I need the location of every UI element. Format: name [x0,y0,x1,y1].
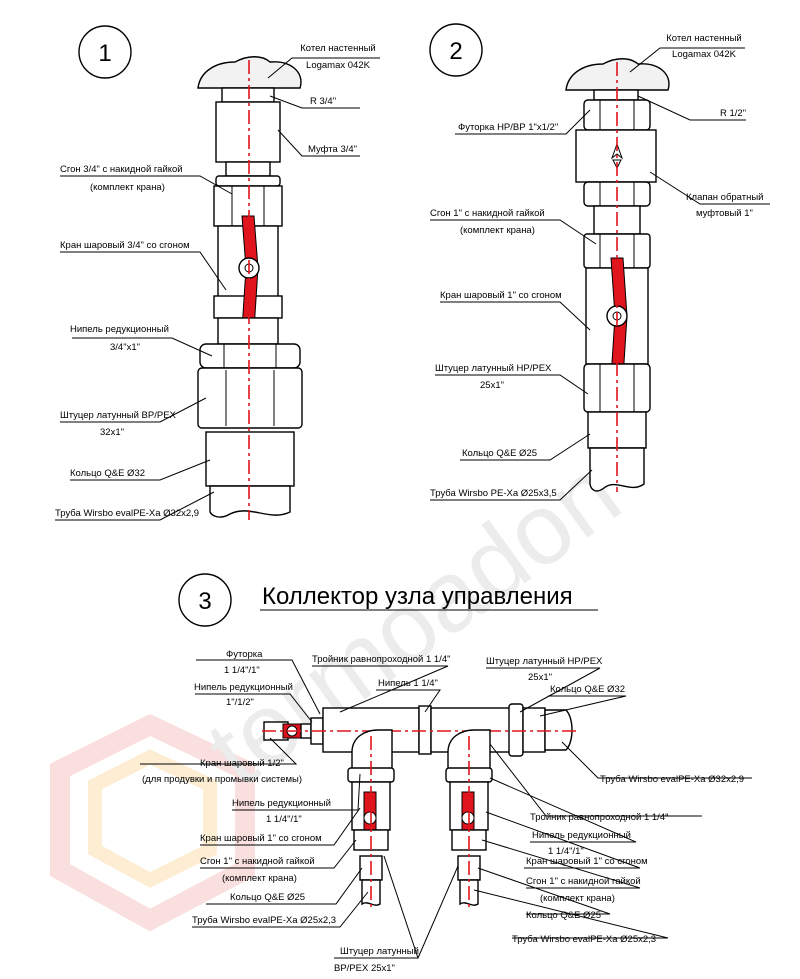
label-union-1b: (комплект крана) [90,182,165,193]
label-fitting-bottom-3b: ВР/PEX 25x1" [334,963,395,974]
label-union-left-3b: (комплект крана) [222,873,297,884]
label-fitting-1b: 32x1" [100,427,124,438]
union-neck-1 [225,161,271,177]
fitting-top-3 [522,707,546,753]
label-nipple-1a: Нипель редукционный [70,324,169,335]
nipple-114-3 [418,705,432,755]
pipe-32-3 [544,709,573,751]
diagram-3-title: Коллектор узла управления [262,583,573,610]
label-nipple-top-3a: Нипель редукционный [194,682,293,693]
elbow-left-3 [351,729,393,771]
label-pipe-2: Труба Wirsbo PE-Xa Ø25x3,5 [430,488,557,499]
diagram-2-number: 2 [449,38,462,65]
check-valve-2 [575,129,657,183]
label-ring-2: Кольцо Q&E Ø25 [462,448,537,459]
label-union-left-3a: Сгон 1" с накидной гайкой [200,856,315,867]
label-fitting-bottom-3a: Штуцер латунный [340,946,419,957]
label-valve-left-3: Кран шаровый 1" со сгоном [200,833,322,844]
label-valve-half-3b: (для продувки и промывки системы) [142,774,302,785]
label-ring-1: Кольцо Q&E Ø32 [70,468,145,479]
label-boiler-1b: Logamax 042K [306,60,371,71]
thread-1 [221,87,275,103]
label-check-2b: муфтовый 1" [696,208,753,219]
coupling-1 [215,101,281,163]
diagram-3-number-circle [178,573,232,627]
label-union-2a: Сгон 1" с накидной гайкой [430,208,545,219]
label-fitting-2b: 25x1" [480,380,504,391]
watermark-logo [50,713,255,932]
label-nipple-left-3b: 1 1/4"/1" [266,814,302,825]
label-union-1a: Сгон 3/4" с накидной гайкой [60,164,183,175]
label-pipe32-3: Труба Wirsbo evalPE-Xa Ø32x2,9 [600,774,744,785]
label-bushing-3a: Футорка [226,649,263,660]
label-check-2a: Клапан обратный [686,192,764,203]
label-fitting-top-3b: 25x1" [528,672,552,683]
fitting-body-1 [197,367,303,429]
label-nipple-left-3a: Нипель редукционный [232,798,331,809]
label-union-right-3b: (комплект крана) [540,893,615,904]
label-ring-right-3: Кольцо Q&E Ø25 [526,910,601,921]
label-pipe-right-3: Труба Wirsbo evalPE-Xa Ø25x2,3 [512,934,656,945]
label-valve-right-3: Кран шаровый 1" со сгоном [526,856,648,867]
label-ring-left-3: Кольцо Q&E Ø25 [230,892,305,903]
label-thread-1: R 3/4" [310,96,336,107]
label-thread-2: R 1/2" [720,108,746,119]
label-bushing-2: Футорка НР/ВР 1"x1/2" [458,122,558,133]
nipple-1 [217,317,279,345]
label-tee-top-3: Тройник равнопроходной 1 1/4" [312,654,450,665]
label-pipe-left-3: Труба Wirsbo evalPE-Xa Ø25x2,3 [192,915,336,926]
label-boiler-2b: Logamax 042K [672,49,737,60]
label-nipple-right-3b: 1 1/4"/1" [548,846,584,857]
label-nipple-right-3a: Нипель редукционный [532,830,631,841]
diagram-2-number-circle [429,23,483,77]
label-tee-right-3: Тройник равнопроходной 1 1/4" [530,812,668,823]
label-valve-2: Кран шаровый 1" со сгоном [440,290,562,301]
label-nipple-top-3b: 1"/1/2" [226,697,254,708]
ring-1 [205,431,295,487]
label-valve-half-3a: Кран шаровый 1/2" [200,758,284,769]
label-nipple114-3: Нипель 1 1/4" [378,678,438,689]
label-boiler-1a: Котел настенный [300,43,375,54]
diagram-1: 1 [55,25,380,521]
label-coupling-1: Муфта 3/4" [308,144,357,155]
diagram-2: 2 Котел настенный L [429,23,770,501]
fitting-hex-1 [199,343,301,369]
label-pipe-1: Труба Wirsbo evalPE-Xa Ø32x2,9 [55,508,199,519]
label-valve-1: Кран шаровый 3/4" со сгоном [60,240,190,251]
label-boiler-2a: Котел настенный [666,33,741,44]
label-ring32-3: Кольцо Q&E Ø32 [550,684,625,695]
label-fitting-1a: Штуцер латунный ВР/PEX [60,410,177,421]
thread-2 [593,89,639,101]
diagram-1-number: 1 [98,40,111,67]
label-union-right-3a: Сгон 1" с накидной гайкой [526,876,641,887]
label-nipple-1b: 3/4"x1" [110,342,140,353]
label-fitting-top-3a: Штуцер латунный НР/PEX [486,656,603,667]
label-union-2b: (комплект крана) [460,225,535,236]
diagram-3-number: 3 [198,588,211,615]
pipe-1 [209,485,291,518]
diagram-3: 3 Коллектор узла управления [140,573,752,974]
diagram-1-number-circle [78,25,132,79]
label-bushing-3b: 1 1/4"/1" [224,665,260,676]
label-fitting-2a: Штуцер латунный НР/PEX [435,363,552,374]
